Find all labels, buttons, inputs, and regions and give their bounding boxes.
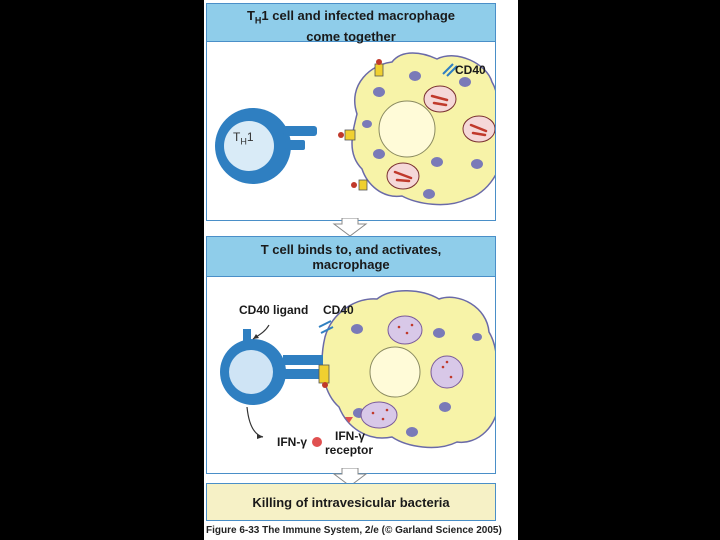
panel-3-title: Killing of intravesicular bacteria	[252, 495, 450, 510]
cd40-ligand-label: CD40 ligand	[239, 303, 309, 317]
panel-1-illustration	[215, 52, 495, 206]
macrophage-nucleus	[378, 100, 436, 158]
panel-1-banner: TH1 cell and infected macrophage come to…	[207, 4, 495, 44]
degraded-bacteria	[371, 323, 453, 421]
vesicles-2	[351, 324, 482, 437]
phagolysosomes	[360, 315, 464, 429]
cd40-label-2: CD40	[323, 303, 354, 317]
th1-label: TH1	[233, 130, 254, 147]
ifn-receptor	[345, 417, 353, 423]
panel-1: TH1 cell and infected macrophage come to…	[206, 3, 496, 221]
panel-2-illustration	[220, 290, 495, 449]
panel-3: Killing of intravesicular bacteria	[206, 483, 496, 521]
tcr	[283, 126, 317, 136]
cd40-label-1: CD40	[455, 63, 486, 77]
th1-nucleus	[224, 121, 274, 171]
arrow-1	[332, 218, 368, 237]
ifn-arrow	[246, 406, 264, 438]
macrophage-nucleus-2	[369, 346, 421, 398]
arrow-2	[332, 468, 368, 487]
vesicles	[362, 71, 483, 199]
panel-1-title-line2: come together	[306, 28, 396, 44]
panel-2-title-line2: macrophage	[312, 257, 390, 272]
panel-2-title-line1: T cell binds to, and activates,	[260, 242, 442, 257]
mhc-2	[318, 364, 330, 384]
figure-caption: Figure 6-33 The Immune System, 2/e (© Ga…	[206, 525, 502, 536]
bacteria	[393, 94, 488, 183]
panel-1-title-line1: TH1 cell and infected macrophage	[246, 8, 456, 26]
cd40-marker-2	[318, 320, 334, 334]
ifn-receptor-label: IFN-γ receptor	[325, 429, 374, 457]
figure: TH1 cell and infected macrophage come to…	[204, 0, 518, 540]
panel-2: T cell binds to, and activates, macropha…	[206, 236, 496, 474]
cd40-marker	[442, 63, 458, 77]
ifn-gamma	[312, 437, 322, 447]
panel-2-banner: T cell binds to, and activates, macropha…	[207, 237, 495, 277]
tcr-2	[283, 355, 323, 365]
ifn-label: IFN-γ	[277, 435, 307, 449]
